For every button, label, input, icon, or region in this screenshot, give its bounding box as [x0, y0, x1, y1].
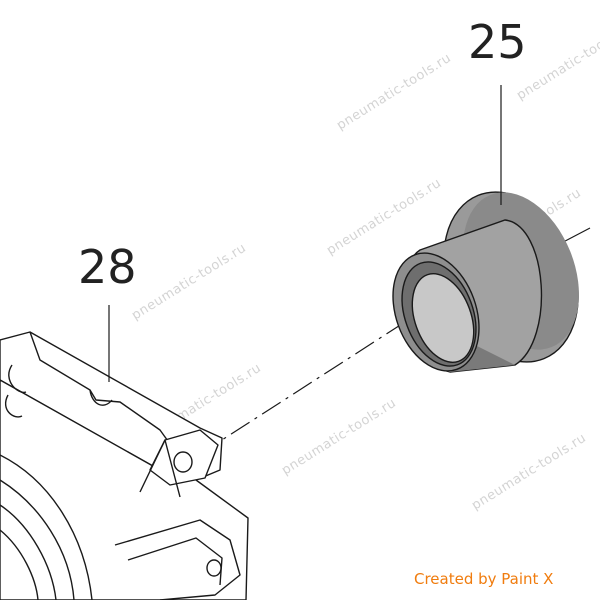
watermark-text: pneumatic-tools.ru [324, 176, 444, 259]
housing-gusset [139, 439, 181, 498]
housing-rib [8, 364, 27, 394]
flanged-bushing-part [392, 191, 579, 373]
credit-text: Created by Paint X [414, 570, 554, 588]
leader-lines [108, 85, 502, 382]
housing-shroud-arc [0, 454, 93, 600]
housing-bolt-hole [173, 451, 193, 473]
callout-number-28: 28 [78, 240, 137, 294]
housing-shroud-arc [0, 479, 75, 600]
housing-notch [89, 389, 113, 406]
housing-part [0, 331, 249, 600]
bushing-bore [411, 273, 475, 363]
housing-shroud-arc [0, 504, 57, 600]
watermark-text: pneumatic-tools.ru [514, 21, 600, 104]
watermark-text: pneumatic-tools.ru [129, 241, 249, 324]
housing-lower-flange [114, 519, 241, 600]
housing-recess-edge [29, 331, 197, 481]
housing-rib [4, 394, 23, 418]
housing-lower-hole [206, 559, 222, 577]
watermark-text: pneumatic-tools.ru [334, 51, 454, 134]
watermark-text: pneumatic-tools.ru [469, 431, 589, 514]
housing-shroud-arc [0, 529, 39, 600]
callout-number-25: 25 [468, 15, 527, 69]
watermark-text: pneumatic-tools.ru [279, 396, 399, 479]
